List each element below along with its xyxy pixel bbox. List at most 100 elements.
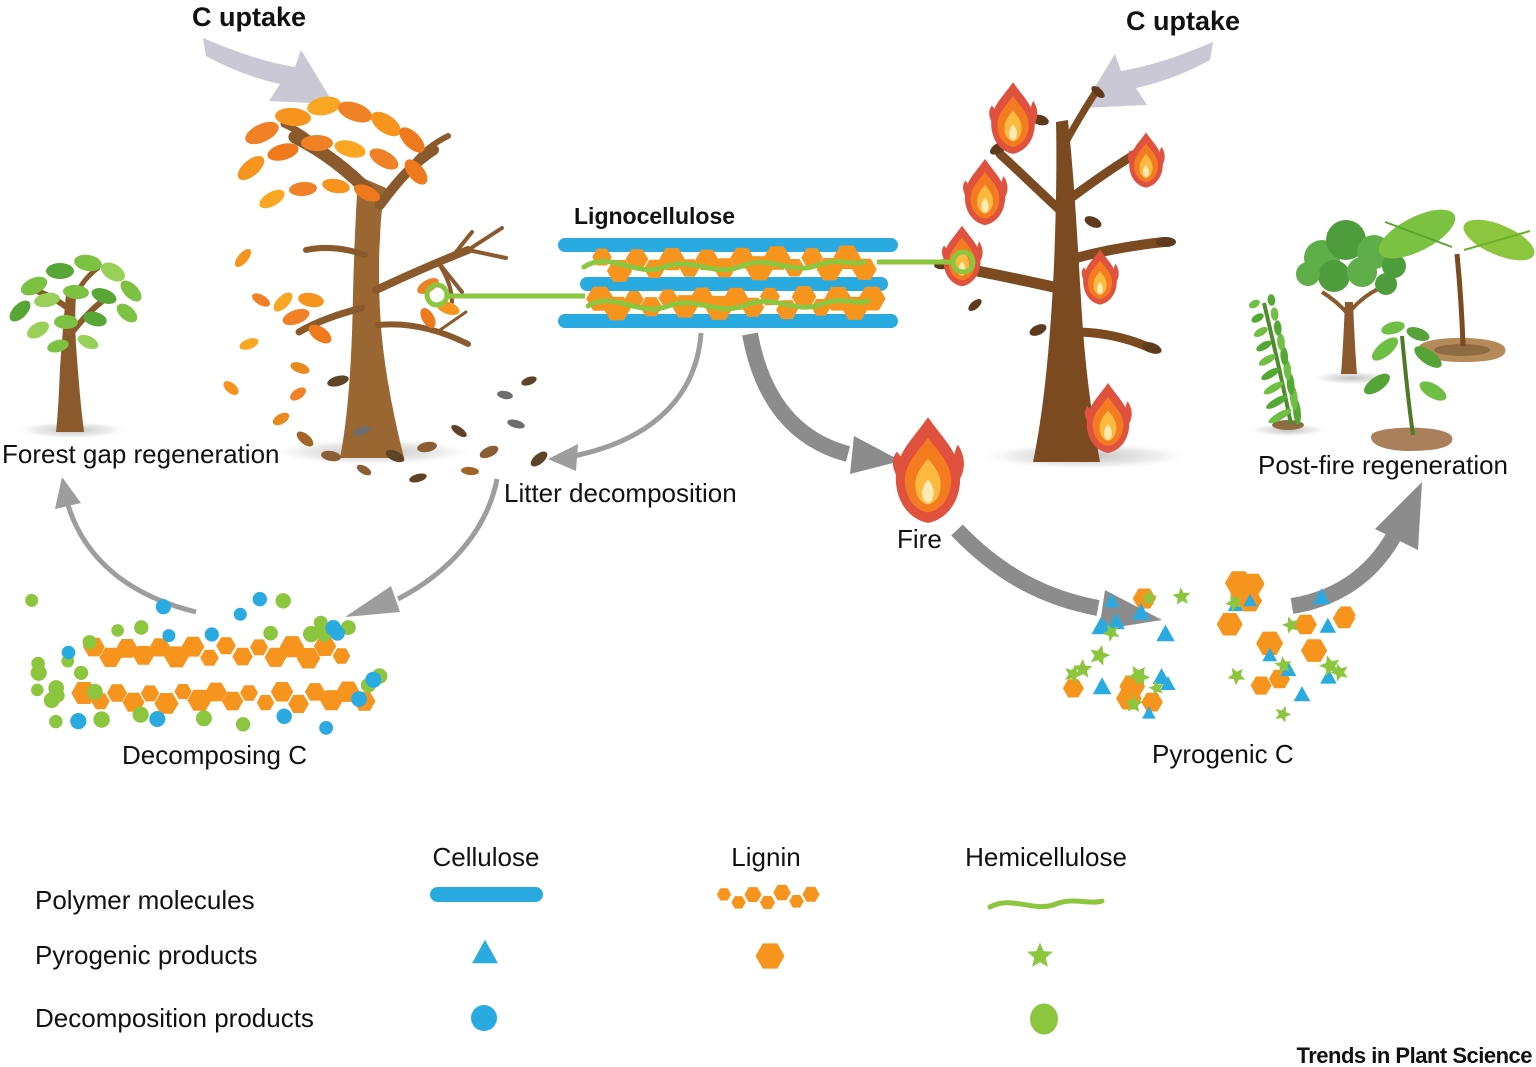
- pyrogenic-star: [1102, 624, 1120, 642]
- lignin-hexagon: [240, 685, 258, 701]
- pyrogenic-hexagon: [1224, 571, 1253, 595]
- autumn-leaf: [353, 184, 381, 202]
- pyrogenic-triangle: [1262, 647, 1278, 662]
- lignin-hexagon: [858, 286, 886, 311]
- autumn-leaf: [404, 159, 428, 185]
- pyrogenic-star: [1275, 706, 1292, 723]
- lignin-hexagon: [140, 685, 160, 702]
- fallen-leaf: [353, 426, 371, 436]
- branch: [995, 149, 1067, 217]
- arrowhead-ligno-to-litter: [548, 444, 578, 471]
- green-decomposition-circle: [25, 593, 39, 607]
- lignin-hexagon: [256, 695, 275, 711]
- fallen-leaf: [479, 445, 499, 459]
- branch: [303, 244, 368, 258]
- seedling-plant: [1378, 209, 1535, 362]
- autumn-leaf: [420, 308, 436, 328]
- pyrogenic-star: [1281, 616, 1299, 634]
- fern-leaflet: [1261, 367, 1280, 381]
- pyrogenic-hexagon: [1256, 631, 1284, 656]
- blue-decomposition-circle: [155, 599, 171, 615]
- pyrogenic-hexagon: [1141, 692, 1163, 712]
- blue-decomposition-circle: [149, 711, 166, 727]
- legend-blue-circle: [471, 1005, 497, 1031]
- fallen-leaf: [321, 450, 341, 462]
- lignin-hexagon: [149, 638, 171, 657]
- legend-blue-triangle: [472, 939, 498, 964]
- green-leaf: [120, 280, 142, 302]
- autumn-leaf: [259, 189, 285, 209]
- lignin-hexagon: [658, 289, 678, 306]
- arrowhead-decomposing-to-forestgap: [55, 477, 81, 509]
- green-decomposition-circle: [82, 635, 97, 650]
- autumn-leaf: [282, 308, 310, 326]
- fern-leaflet: [1273, 320, 1282, 336]
- arrowhead-litter-to-decomposing: [345, 586, 400, 617]
- pyrogenic-star: [1319, 655, 1340, 677]
- c-uptake-arrow-right: [1082, 42, 1213, 108]
- green-decomposition-circle: [49, 714, 63, 729]
- legend-lignin-hexagon: [773, 884, 791, 901]
- lignocellulose-model: [424, 238, 976, 328]
- pyrogenic-star: [1064, 665, 1083, 684]
- fern-leaflet: [1251, 313, 1264, 323]
- c-uptake-right-label: C uptake: [1126, 6, 1241, 36]
- fallen-leaf: [530, 451, 548, 467]
- litter-label: Litter decomposition: [504, 478, 737, 508]
- green-leaf: [54, 315, 78, 329]
- fallen-leaf: [272, 412, 290, 426]
- legend-lignin-chain: [716, 884, 820, 909]
- fallen-leaf: [461, 466, 479, 476]
- lignin-hexagon: [116, 639, 138, 658]
- sprout-leaf: [1364, 373, 1390, 395]
- lignin-hexagon: [181, 636, 205, 657]
- blue-decomposition-circle: [162, 629, 176, 643]
- fallen-leaf: [497, 390, 513, 400]
- green-decomposition-circle: [195, 710, 212, 727]
- fallen-leaf: [417, 441, 437, 453]
- lignin-hexagon: [164, 646, 189, 668]
- green-leaf: [101, 262, 125, 282]
- green-decomposition-circle: [30, 664, 47, 681]
- legend-cellulose-bar: [430, 887, 543, 902]
- autumn-leaf: [289, 181, 317, 197]
- fallen-leaf: [296, 431, 314, 447]
- pyrogenic-star: [1090, 645, 1111, 666]
- decomposing-c-label: Decomposing C: [122, 740, 307, 770]
- green-decomposition-circle: [132, 706, 149, 723]
- tree-crown-puff: [1326, 220, 1366, 260]
- fern-leaflet: [1256, 340, 1272, 352]
- blue-decomposition-circle: [325, 620, 342, 636]
- decomposing-c-cluster: [25, 592, 388, 735]
- lignin-hexagon: [106, 684, 128, 702]
- tree-crown-puff: [1296, 262, 1320, 286]
- leaf-litter: [272, 362, 548, 483]
- blue-decomposition-circle: [233, 607, 247, 621]
- legend-pyrogenic-symbols: [472, 939, 1053, 969]
- fern-leaflet: [1267, 294, 1276, 306]
- autumn-leaf: [245, 121, 279, 145]
- legend-green-star: [1027, 942, 1053, 967]
- autumn-leaf: [337, 101, 373, 123]
- green-decomposition-circle: [93, 711, 110, 728]
- autumn-leaf: [237, 156, 265, 180]
- pyrogenic-triangle: [1312, 588, 1331, 605]
- autumn-leaf: [290, 387, 306, 401]
- autumn-leaf: [334, 140, 366, 158]
- green-leaf: [34, 292, 60, 308]
- green-decomposition-circle: [303, 625, 320, 643]
- fallen-leaf: [385, 449, 405, 463]
- green-decomposition-circle: [43, 692, 60, 709]
- pyrogenic-star: [1127, 665, 1149, 686]
- arrow-ligno-to-litter: [573, 332, 704, 459]
- arrow-fire-to-pyrogenic: [951, 524, 1100, 616]
- pyrogenic-c-cluster: [1062, 571, 1356, 723]
- autumn-leaf: [239, 338, 259, 350]
- autumn-leaf: [307, 96, 341, 116]
- tree-crown-puff: [1382, 254, 1406, 278]
- green-leaf: [116, 303, 138, 323]
- legend-lignin-hexagon: [716, 888, 732, 901]
- autumn-leaf: [371, 111, 401, 137]
